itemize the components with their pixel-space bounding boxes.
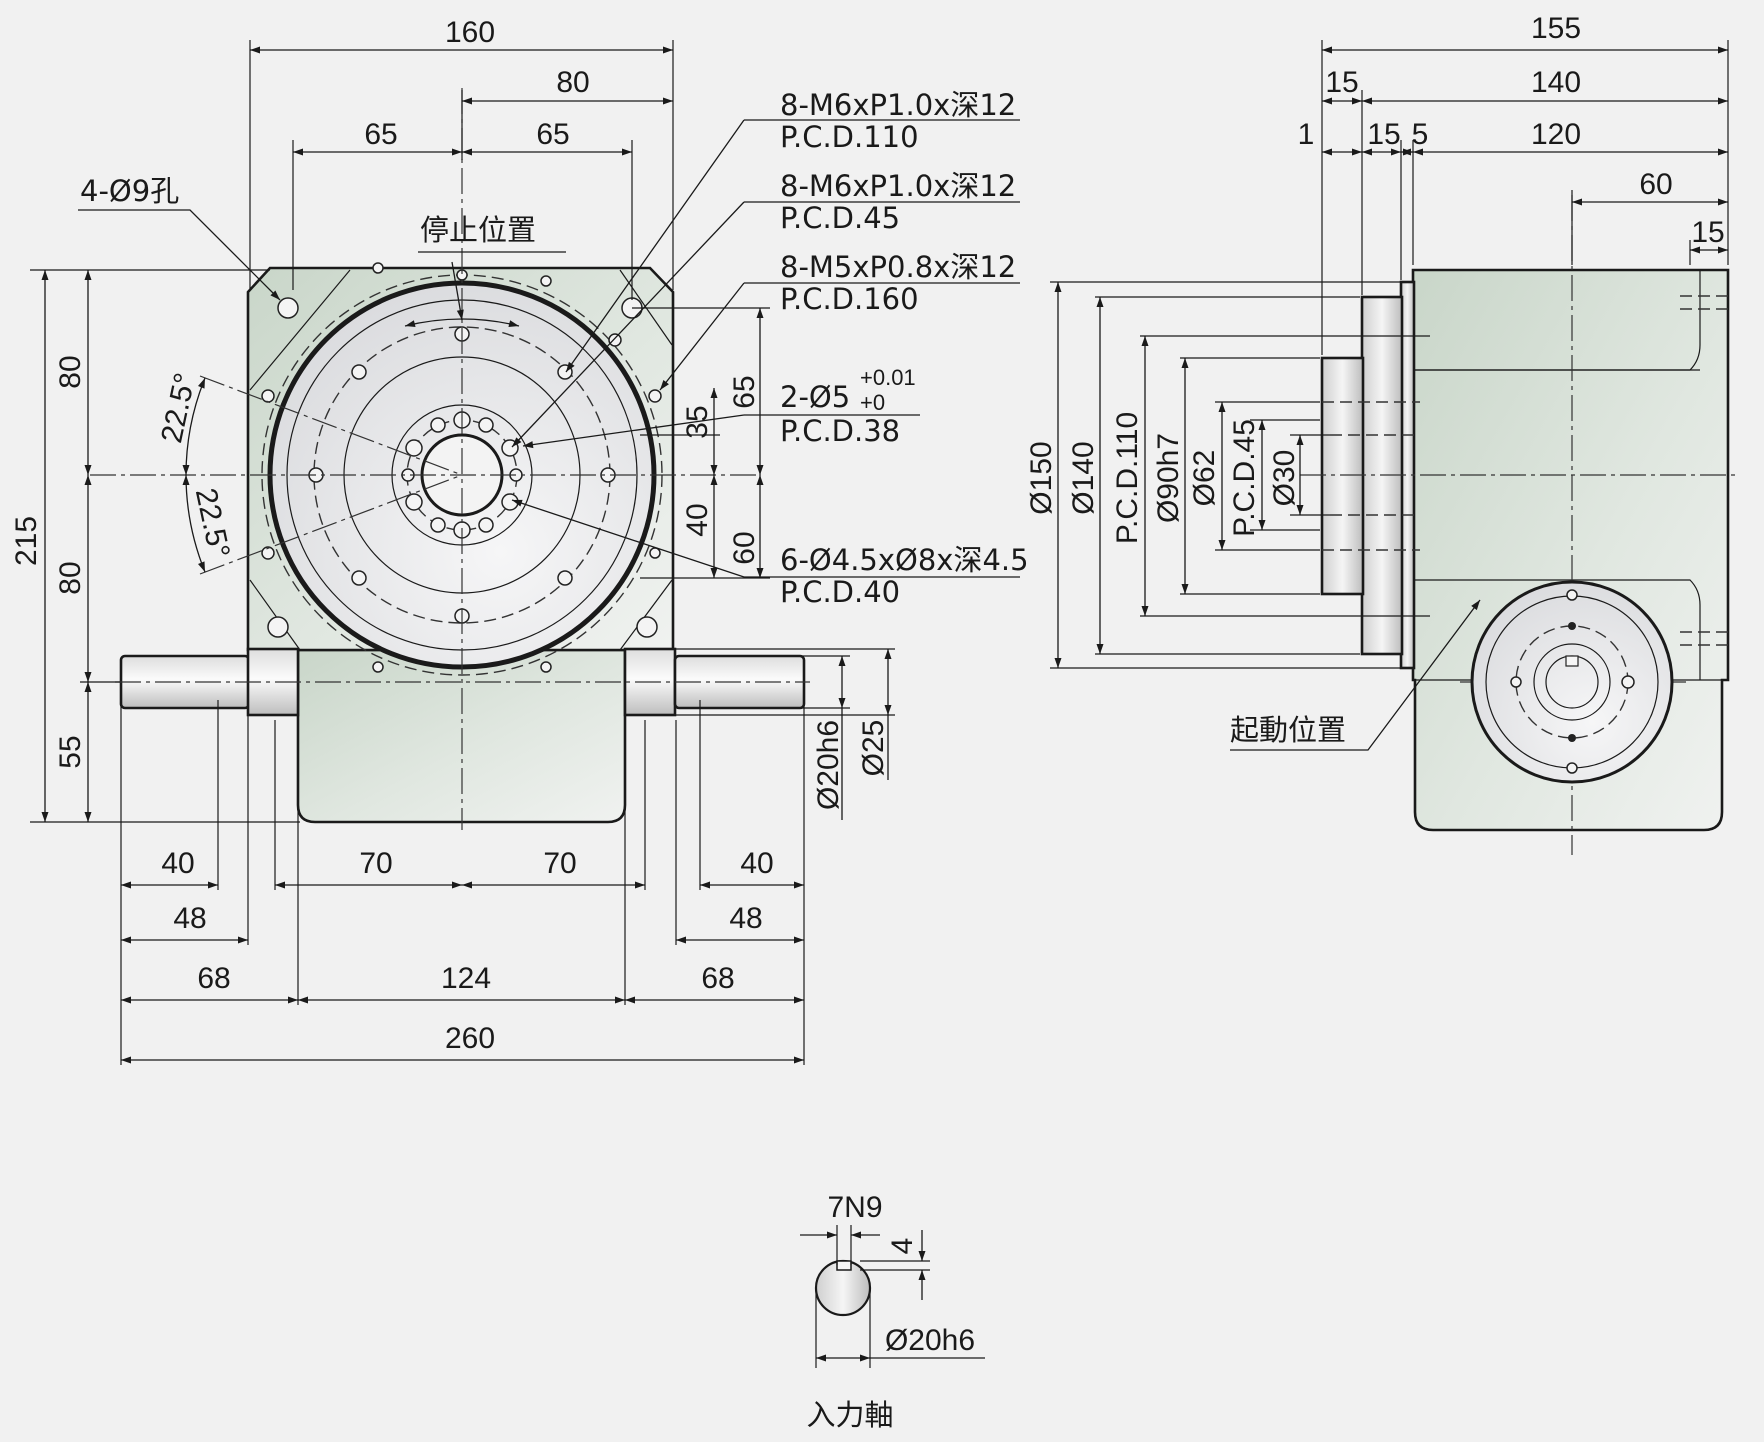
callout-5-line1: 6-Ø4.5xØ8x深4.5: [780, 543, 1029, 577]
side-dim-150: Ø150: [1025, 441, 1058, 514]
dim-65-right-vert: 65: [728, 375, 761, 408]
dim-215: 215: [10, 516, 43, 566]
callout-2-line1: 8-M6xP1.0x深12: [780, 169, 1016, 203]
side-dim-15: 15: [1325, 66, 1358, 99]
side-pcd45: P.C.D.45: [1228, 419, 1261, 537]
dim-160: 160: [445, 16, 495, 49]
side-dim-62: Ø62: [1188, 450, 1221, 507]
key-width: 7N9: [827, 1191, 882, 1224]
dim-65-right: 65: [536, 118, 569, 151]
start-position-label: 起動位置: [1230, 713, 1346, 747]
callout-4-line1: 2-Ø5: [780, 380, 850, 414]
boss-diameter: Ø25: [857, 720, 890, 777]
dim-70-left: 70: [359, 847, 392, 880]
dim-40-vert: 40: [681, 503, 714, 536]
callout-4-tol-lower: +0: [860, 390, 885, 415]
stop-position-label: 停止位置: [420, 213, 536, 247]
side-dim-1: 1: [1298, 118, 1315, 151]
dim-48-right: 48: [729, 902, 762, 935]
callout-1-line2: P.C.D.110: [780, 120, 919, 154]
side-view: 起動位置 155 15 140 1 15 5 120 60: [1025, 12, 1740, 855]
callout-3-line1: 8-M5xP0.8x深12: [780, 250, 1016, 284]
side-pcd110: P.C.D.110: [1111, 412, 1144, 544]
side-dim-155: 155: [1531, 12, 1581, 45]
side-top-dims: 155 15 140 1 15 5 120 60 15: [1298, 12, 1729, 355]
key-depth: 4: [886, 1238, 919, 1255]
callout-2-line2: P.C.D.45: [780, 201, 900, 235]
callout-3-line2: P.C.D.160: [780, 282, 919, 316]
callout-1-line1: 8-M6xP1.0x深12: [780, 88, 1016, 122]
dim-40-left: 40: [161, 847, 194, 880]
side-dim-30: Ø30: [1268, 450, 1301, 507]
dim-55: 55: [54, 735, 87, 768]
dim-68-right: 68: [701, 962, 734, 995]
dim-124: 124: [441, 962, 491, 995]
side-left-dims: Ø150 Ø140 P.C.D.110 Ø90h7 Ø62 P.C.D.45 Ø…: [1025, 281, 1430, 669]
front-view: 停止位置 4-Ø9孔 160 80 65 65 215: [10, 16, 1029, 1065]
input-shaft-title: 入力軸: [806, 1398, 893, 1432]
dim-80-lower: 80: [54, 561, 87, 594]
side-dim-15-right: 15: [1691, 216, 1724, 249]
dim-48-left: 48: [173, 902, 206, 935]
angle-lower: 22.5°: [189, 485, 236, 561]
input-shaft-face: [1470, 580, 1674, 784]
side-dim-60: 60: [1639, 168, 1672, 201]
angle-upper: 22.5°: [155, 370, 202, 446]
front-bottom-dims: 40 70 70 40 48 48 68 124 68 260: [120, 700, 805, 1065]
dim-60-vert: 60: [728, 531, 761, 564]
dim-65-left: 65: [364, 118, 397, 151]
side-dim-140: 140: [1531, 66, 1581, 99]
flange-3: [1320, 356, 1365, 596]
callout-4-line2: P.C.D.38: [780, 414, 900, 448]
dim-260: 260: [445, 1022, 495, 1055]
dim-80-upper: 80: [54, 355, 87, 388]
dim-80-top: 80: [556, 66, 589, 99]
side-dim-5: 5: [1412, 118, 1429, 151]
dim-68-left: 68: [197, 962, 230, 995]
dim-40-right: 40: [740, 847, 773, 880]
callout-4-tol-upper: +0.01: [860, 365, 916, 390]
side-dim-120: 120: [1531, 118, 1581, 151]
corner-holes-label: 4-Ø9孔: [80, 174, 179, 208]
side-dim-90: Ø90h7: [1152, 433, 1185, 523]
front-top-dims: 160 80 65 65: [249, 16, 674, 300]
front-callouts: 8-M6xP1.0x深12 P.C.D.110 8-M6xP1.0x深12 P.…: [511, 88, 1029, 609]
side-dim-15b: 15: [1367, 118, 1400, 151]
input-shaft-detail: 7N9 4 Ø20h6 入力軸: [800, 1191, 985, 1432]
front-right-dims: 65 35 40 60 Ø20h6 Ø25: [632, 307, 895, 820]
input-shaft-diameter: Ø20h6: [885, 1324, 975, 1357]
dim-70-right: 70: [543, 847, 576, 880]
side-dim-140: Ø140: [1067, 441, 1100, 514]
shaft-diameter: Ø20h6: [812, 720, 845, 810]
callout-5-line2: P.C.D.40: [780, 575, 900, 609]
